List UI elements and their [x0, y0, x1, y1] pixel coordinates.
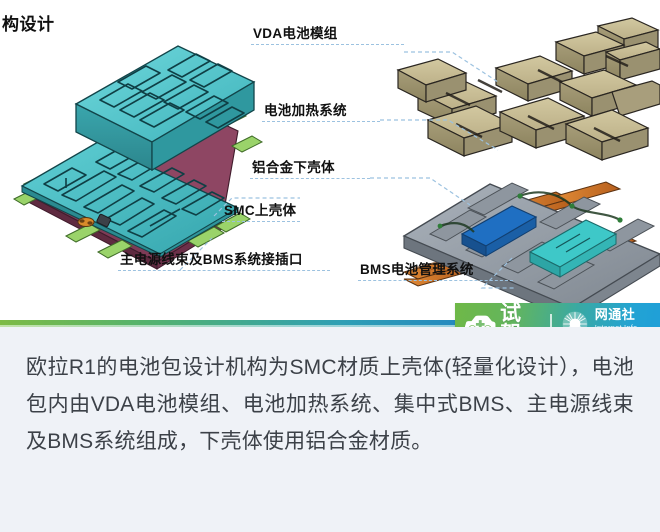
label-vda-module: VDA电池模组	[251, 22, 404, 45]
label-aluminum-case-text: 铝合金下壳体	[252, 160, 335, 175]
leader-lines	[179, 51, 516, 289]
globe-icon	[562, 311, 588, 337]
gradient-divider	[0, 320, 660, 325]
label-underline	[358, 280, 513, 281]
badge-separator	[549, 314, 552, 334]
label-underline	[262, 121, 380, 122]
label-underline	[222, 221, 300, 222]
caption-text: 欧拉R1的电池包设计机构为SMC材质上壳体(轻量化设计），电池包内由VDA电池模…	[26, 356, 634, 453]
label-underline	[250, 178, 370, 179]
page-title: 构设计	[2, 15, 55, 34]
caption-block: 欧拉R1的电池包设计机构为SMC材质上壳体(轻量化设计），电池包内由VDA电池模…	[0, 327, 660, 532]
vda-modules	[396, 17, 660, 161]
label-battery-heating-text: 电池加热系统	[264, 103, 347, 118]
smc-upper-shell	[74, 45, 256, 172]
label-battery-heating: 电池加热系统	[262, 99, 380, 122]
bms-components	[460, 205, 618, 278]
label-main-harness: 主电源线束及BMS系统接插口	[118, 248, 330, 271]
badge-org-cn: 网通社	[594, 307, 636, 323]
label-bms-system-text: BMS电池管理系统	[360, 262, 474, 277]
label-underline	[118, 270, 330, 271]
label-smc-upper-case: SMC上壳体	[222, 199, 300, 222]
assembled-battery-pack	[12, 45, 264, 270]
label-vda-module-text: VDA电池模组	[253, 26, 338, 41]
label-bms-system: BMS电池管理系统	[358, 258, 513, 281]
battery-pack-illustration	[12, 17, 660, 321]
label-underline	[251, 44, 404, 45]
power-connector	[77, 213, 112, 228]
exploded-assembly	[396, 17, 660, 321]
aluminum-lower-tray	[402, 182, 660, 321]
gradient-divider-highlight	[0, 325, 660, 327]
label-aluminum-case: 铝合金下壳体	[250, 156, 370, 179]
diagram-image: 构设计	[2, 15, 660, 321]
label-main-harness-text: 主电源线束及BMS系统接插口	[120, 252, 303, 267]
label-smc-upper-case-text: SMC上壳体	[224, 203, 297, 218]
